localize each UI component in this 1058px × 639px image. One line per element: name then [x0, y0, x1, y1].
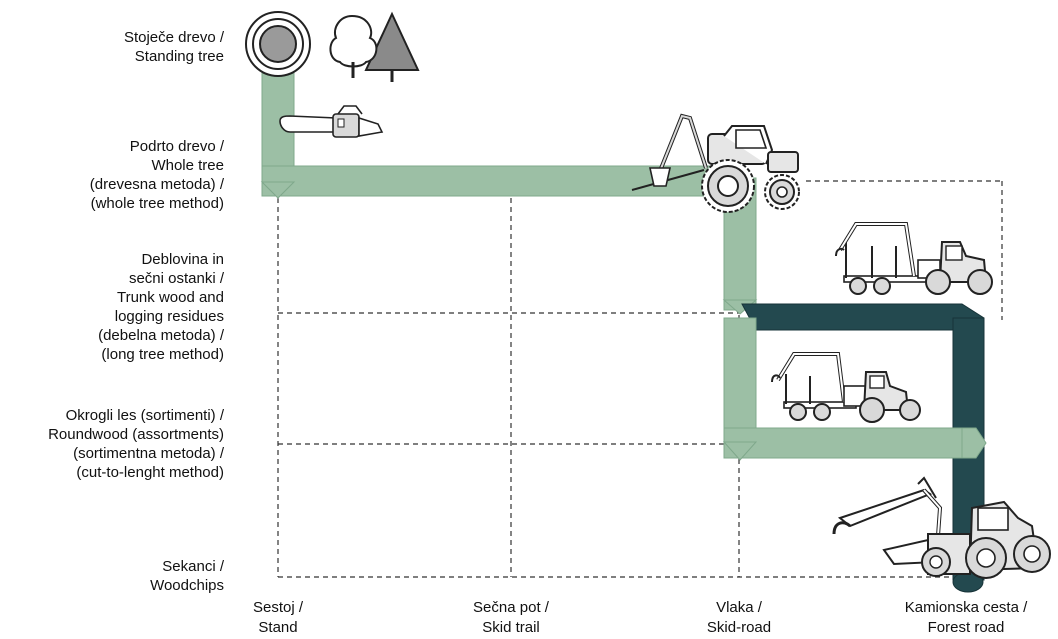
row-label-line: (debelna metoda) / [98, 327, 224, 344]
path-segment [723, 427, 975, 459]
chainsaw-icon [279, 105, 384, 138]
row-label-line: Sekanci / [162, 558, 224, 575]
row-label-line: Okrogli les (sortimenti) / [65, 407, 224, 424]
column-label-line: Kamionska cesta / [904, 599, 1028, 616]
row-label-line: (sortimentna metoda) / [73, 445, 224, 462]
chipper-truck-icon [832, 476, 1051, 579]
skidder-tractor-icon [631, 113, 800, 213]
path-arrow-tip [260, 181, 296, 199]
row-label-line: Podrto drevo / [129, 138, 224, 155]
row-label-line: Stoječe drevo / [123, 29, 224, 46]
path-arrow-tip [961, 427, 987, 459]
row-label-line: Roundwood (assortments) [48, 426, 224, 443]
column-label-line: Sečna pot / [473, 599, 549, 616]
row-label-whole-tree: Podrto drevo / Whole tree (drevesna meto… [90, 137, 224, 213]
column-label-line: Stand [258, 619, 298, 636]
trees-icon [329, 11, 420, 82]
row-label-standing-tree: Stoječe drevo / Standing tree [124, 28, 224, 66]
column-label-skid-trail: Sečna pot / Skid trail [473, 598, 549, 638]
row-label-line: logging residues [114, 308, 224, 325]
column-label-line: Forest road [927, 619, 1005, 636]
row-label-line: (whole tree method) [90, 195, 224, 212]
row-label-line: (drevesna metoda) / [89, 176, 224, 193]
row-label-line: (long tree method) [101, 346, 224, 363]
path-segment [723, 317, 757, 447]
row-label-line: (cut-to-lenght method) [76, 464, 224, 481]
column-label-line: Skid trail [482, 619, 540, 636]
forwarder-short-icon [771, 352, 921, 423]
row-label-roundwood: Okrogli les (sortimenti) / Roundwood (as… [48, 406, 224, 482]
row-label-line: Deblovina in [141, 251, 224, 268]
tree-stump-icon [245, 11, 311, 77]
dashed-grid [277, 180, 1003, 578]
column-label-stand: Sestoj / Stand [253, 598, 303, 638]
row-label-line: Whole tree [151, 157, 224, 174]
column-label-line: Sestoj / [252, 599, 304, 616]
row-label-woodchips: Sekanci / Woodchips [150, 557, 224, 595]
roundwood-path [722, 317, 987, 461]
column-label-skid-road: Vlaka / Skid-road [707, 598, 771, 638]
row-label-line: Trunk wood and [116, 289, 224, 306]
row-label-trunk-wood: Deblovina in sečni ostanki / Trunk wood … [98, 250, 224, 364]
column-label-forest-road: Kamionska cesta / Forest road [905, 598, 1028, 638]
column-label-line: Vlaka / [716, 599, 762, 616]
path-segment [741, 303, 985, 331]
row-label-line: Standing tree [134, 48, 224, 65]
path-arrow-tip [722, 441, 758, 461]
row-label-line: sečni ostanki / [128, 270, 224, 287]
row-label-line: Woodchips [150, 577, 224, 594]
whole-tree-path [260, 71, 758, 315]
column-label-line: Skid-road [706, 619, 772, 636]
forwarder-long-icon [835, 222, 993, 295]
